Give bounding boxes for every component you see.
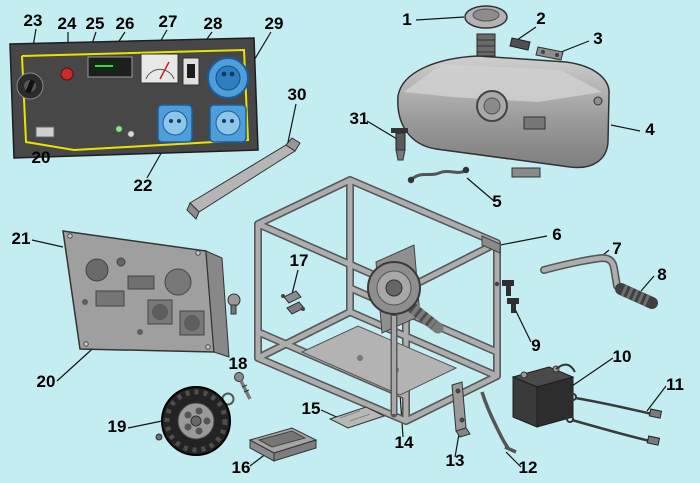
stop-button (60, 67, 74, 81)
callout-12: 12 (519, 458, 538, 477)
callout-13: 13 (446, 451, 465, 470)
callout-1: 1 (402, 10, 411, 29)
callout-25: 25 (86, 14, 105, 33)
callout-24: 24 (58, 14, 77, 33)
callout-6: 6 (552, 225, 561, 244)
key-switch-icon (16, 72, 44, 100)
foam-pad (328, 406, 386, 429)
callout-27: 27 (159, 12, 178, 31)
callout-3: 3 (593, 29, 602, 48)
bolt-washer-set (221, 372, 252, 406)
fuel-tank-cap (464, 5, 508, 29)
circuit-breaker (182, 57, 200, 86)
panel-support-bracket (186, 137, 301, 220)
small-knob (227, 293, 241, 315)
callout-28: 28 (204, 14, 223, 33)
wheel (155, 386, 231, 456)
callout-8: 8 (657, 265, 666, 284)
square-outlet-left (157, 104, 193, 143)
callout-20b: 20 (37, 372, 56, 391)
callout-labels: 23 24 25 26 27 28 29 1 2 3 4 31 30 5 20 … (12, 9, 684, 477)
wire-rod (480, 391, 517, 454)
callout-30: 30 (288, 85, 307, 104)
hour-meter-gauge (140, 53, 179, 84)
callout-9: 9 (531, 336, 540, 355)
callout-14: 14 (395, 433, 414, 452)
flat-bracket (451, 381, 471, 438)
tank-bracket (535, 46, 564, 61)
main-frame (254, 176, 501, 425)
callout-10: 10 (613, 347, 632, 366)
handle-tube (540, 254, 621, 290)
tank-label (523, 116, 546, 130)
corner-plate (481, 235, 501, 254)
callout-31: 31 (350, 109, 369, 128)
round-power-outlet (207, 57, 249, 99)
callout-7: 7 (612, 239, 621, 258)
callout-20a: 20 (32, 148, 51, 167)
tank-clip (509, 37, 531, 51)
tool-tray (248, 427, 318, 462)
callout-23: 23 (24, 11, 43, 30)
callout-16: 16 (232, 458, 251, 477)
callout-21: 21 (12, 229, 31, 248)
panel-outline (21, 48, 250, 152)
callout-19: 19 (108, 417, 127, 436)
handle-grip (615, 283, 658, 309)
callout-2: 2 (536, 9, 545, 28)
control-panel-front (9, 37, 259, 159)
fuel-filler-neck (476, 33, 496, 57)
rubber-mounts (494, 280, 519, 313)
battery-cables (566, 393, 663, 446)
fuel-hose (407, 166, 470, 184)
rotor-hub-assembly (367, 244, 444, 418)
callout-17: 17 (290, 251, 309, 270)
fuel-valve (391, 128, 408, 161)
rear-panel (62, 230, 230, 358)
small-brackets (281, 290, 305, 315)
fuel-tank (397, 55, 610, 178)
square-outlet-right (209, 104, 247, 143)
callout-29: 29 (265, 14, 284, 33)
floor-pan (300, 325, 458, 396)
battery (511, 363, 576, 428)
callout-22: 22 (134, 176, 153, 195)
callout-11: 11 (666, 375, 684, 394)
callout-26: 26 (116, 14, 135, 33)
callout-15: 15 (302, 399, 321, 418)
voltmeter-display (87, 56, 133, 78)
indicator-lights (35, 125, 135, 138)
callout-5: 5 (492, 192, 501, 211)
callout-4: 4 (645, 120, 655, 139)
callout-18: 18 (229, 354, 248, 373)
screw (593, 96, 603, 106)
